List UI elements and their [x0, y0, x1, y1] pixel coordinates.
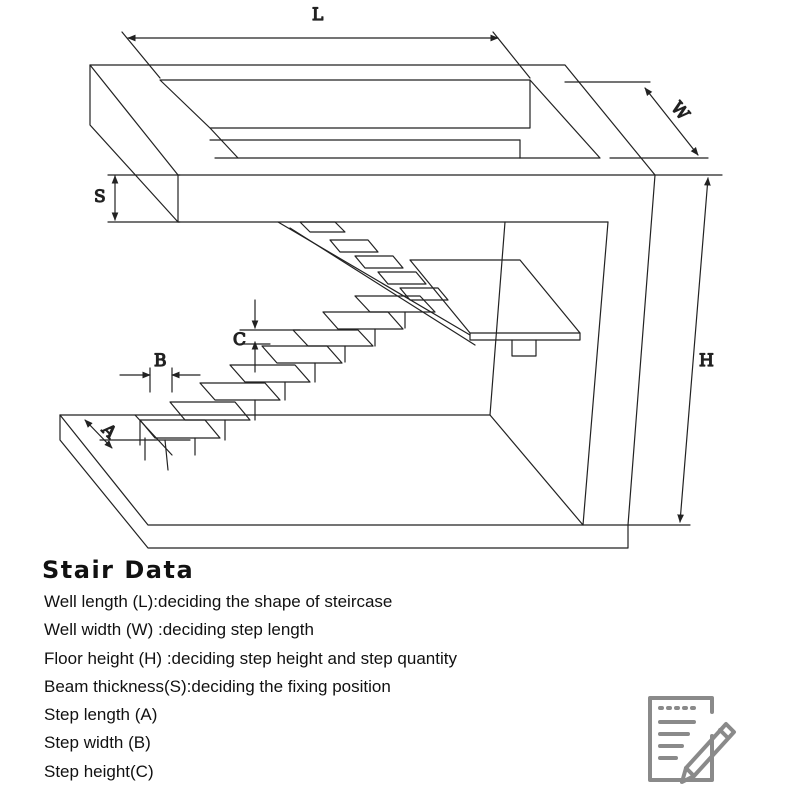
legend-list: Well length (L):deciding the shape of st…: [44, 590, 457, 788]
upper-flight: [277, 221, 581, 357]
walls-floor: [59, 174, 656, 549]
notepad-pencil-icon: [648, 696, 736, 784]
legend-item-well-width: Well width (W) :deciding step length: [44, 620, 314, 640]
legend-title: Stair Data: [42, 556, 195, 584]
lower-flight: [99, 295, 436, 471]
dimension-lines: [84, 31, 723, 526]
label-C: C: [233, 330, 246, 350]
legend-item-beam-thickness: Beam thickness(S):deciding the fixing po…: [44, 676, 391, 696]
legend-item-step-height: Step height(C): [44, 761, 154, 781]
label-B: B: [154, 351, 167, 371]
label-S: S: [94, 187, 106, 207]
legend-item-floor-height: Floor height (H) :deciding step height a…: [44, 648, 457, 668]
upper-slab: [89, 64, 656, 223]
legend-item-step-length: Step length (A): [44, 705, 158, 725]
legend-item-well-length: Well length (L):deciding the shape of st…: [44, 592, 393, 611]
stair-diagram: L W S H C B A: [59, 4, 723, 549]
label-H: H: [699, 351, 714, 371]
legend-item-step-width: Step width (B): [44, 733, 151, 753]
label-L: L: [312, 5, 323, 25]
